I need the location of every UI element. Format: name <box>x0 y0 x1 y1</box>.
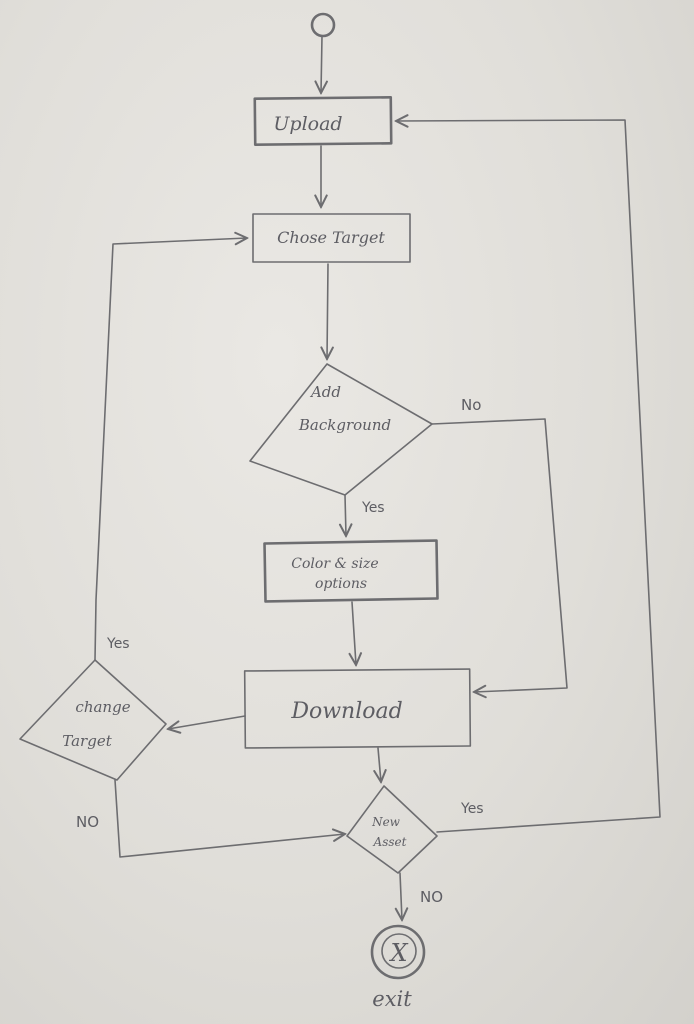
edge-label-addbg-yes: Yes <box>361 500 385 516</box>
edge-change-newasset <box>114 779 345 858</box>
node-add-background-label-1: Add <box>309 383 341 401</box>
edge-download-newasset <box>378 747 381 782</box>
node-new-asset-label-2: Asset <box>373 835 407 849</box>
start-node <box>310 12 336 38</box>
edge-addbg-download <box>431 418 568 692</box>
edge-newasset-upload <box>396 120 661 833</box>
node-choose-target: Chose Target <box>252 213 411 263</box>
edge-label-addbg-no: No <box>461 396 481 414</box>
node-upload: Upload <box>253 95 393 147</box>
node-download: Download <box>243 668 472 749</box>
edge-label-change-no: NO <box>76 813 99 831</box>
node-download-label: Download <box>290 699 402 724</box>
node-change-target: change Target <box>19 659 167 781</box>
node-color-size-label-1: Color & size <box>291 556 378 572</box>
node-change-target-label-1: change <box>75 698 130 716</box>
node-new-asset: New Asset <box>346 785 438 874</box>
edge-label-change-yes: Yes <box>106 636 130 652</box>
edge-addbg-color <box>345 494 346 536</box>
node-new-asset-label-1: New <box>371 815 401 829</box>
edge-label-newasset-yes: Yes <box>460 801 484 817</box>
edge-newasset-exit <box>400 872 402 920</box>
node-color-size: Color & size options <box>263 539 439 603</box>
node-exit-label: exit <box>372 987 412 1011</box>
edge-start-upload <box>321 35 322 93</box>
node-change-target-label-2: Target <box>62 732 112 750</box>
node-upload-label: Upload <box>273 113 342 135</box>
edge-choose-addbg <box>327 263 328 359</box>
node-add-background-label-2: Background <box>298 416 391 434</box>
node-choose-target-label: Chose Target <box>277 228 385 247</box>
node-color-size-label-2: options <box>315 576 367 592</box>
node-exit-symbol: X <box>388 939 408 967</box>
node-exit: X exit <box>370 924 426 1011</box>
node-add-background: Add Background <box>249 363 433 496</box>
edge-color-download <box>352 601 356 665</box>
edge-label-newasset-no: NO <box>420 888 443 906</box>
edge-download-change <box>168 715 246 729</box>
edge-change-choose <box>94 238 247 661</box>
